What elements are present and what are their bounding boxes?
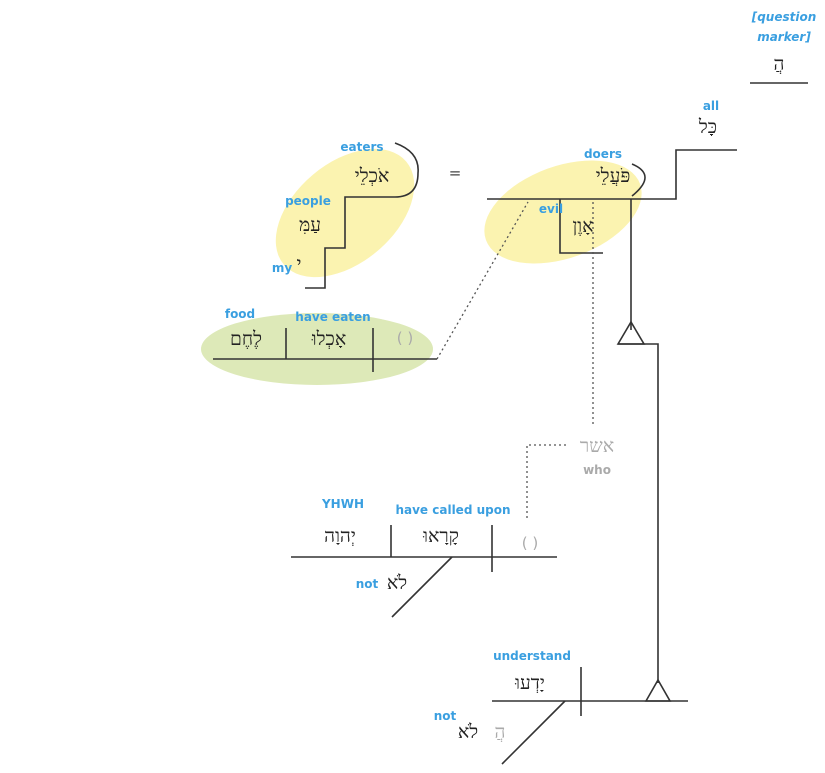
eaters-hebrew: אֹכְלֵי [355,165,390,187]
main-not-hebrew: לֹא [458,721,478,743]
asher-gloss: who [583,463,611,477]
question-marker-hebrew: הֲ [774,53,785,75]
have-eaten-gloss: have eaten [295,310,370,324]
highlight-food-clause [201,313,433,385]
have-called-upon-gloss: have called upon [395,503,510,517]
kol-hebrew: כָּל [698,116,717,138]
doers-gloss: doers [584,147,622,161]
asher-hebrew: אשר [580,435,614,457]
evil-hebrew: אָוֶן [572,215,593,237]
kol-gloss: all [703,99,719,113]
yhwh-gloss: YHWH [321,497,364,511]
question-marker-gloss-2: marker] [757,30,811,44]
equals-sign: = [449,164,462,182]
people-hebrew: עַמִּ [299,214,321,236]
evil-gloss: evil [539,202,563,216]
have-called-upon-hebrew: קָרָאוּ [422,525,459,547]
have-eaten-hebrew: אָכְלוּ [311,328,346,350]
food-gloss: food [225,307,255,321]
called-subject-placeholder: ( ) [522,534,538,552]
yhwh-hebrew: יְהוָה [324,525,356,547]
main-not-gloss: not [434,709,457,723]
main-q-ghost-hebrew: הֲ [495,721,506,743]
people-gloss: people [285,194,331,208]
called-not-gloss: not [356,577,379,591]
my-hebrew: י [297,253,302,275]
question-marker-gloss-1: [question [751,10,817,24]
highlight-doers [484,160,642,264]
called-not-hebrew: לֹא [387,572,407,594]
eaters-gloss: eaters [340,140,383,154]
understand-hebrew: יָדְעוּ [514,672,545,694]
food-subject-placeholder: ( ) [397,329,413,347]
my-gloss: my [272,261,293,275]
food-hebrew: לֶחֶם [230,328,262,350]
doers-hebrew: פֹּעֲלֵי [596,165,631,187]
understand-gloss: understand [493,649,571,663]
